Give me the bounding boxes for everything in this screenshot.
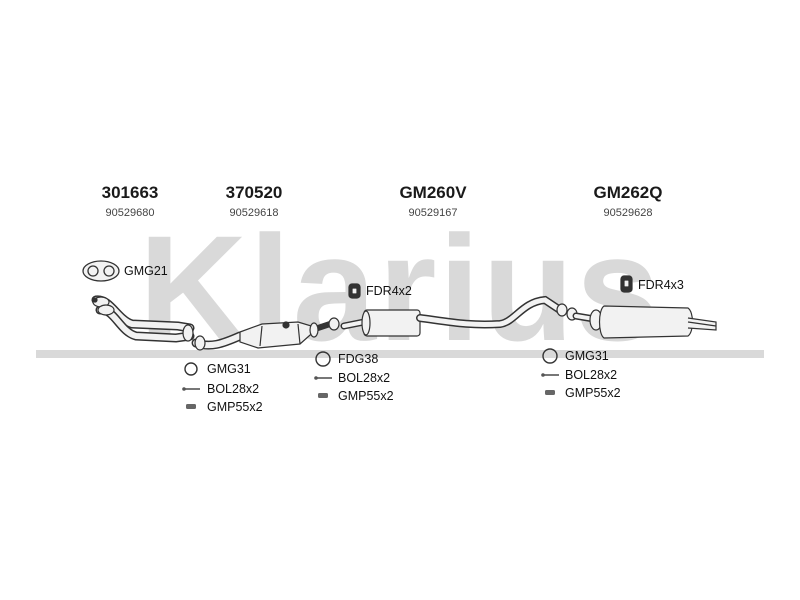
fitting-label: GMG31 — [207, 362, 251, 376]
rubber-mount-icon — [620, 275, 633, 293]
ring-gasket-icon — [542, 348, 558, 364]
oem-number: 90529680 — [105, 207, 155, 219]
oem-number: 90529628 — [603, 207, 653, 219]
fitting-label-fdr4x3: FDR4x3 — [638, 278, 684, 292]
ring-gasket-icon — [184, 362, 198, 376]
fitting-label: GMP55x2 — [338, 389, 394, 403]
fitting-label: FDG38 — [338, 352, 379, 366]
centre-section — [328, 295, 568, 337]
watermark-underline — [36, 350, 764, 358]
oem-number: 90529618 — [229, 207, 279, 219]
fitting-icons-group-2 — [314, 351, 332, 398]
fitting-label: GMP55x2 — [207, 400, 263, 414]
fitting-label: GMP55x2 — [565, 386, 621, 400]
fitting-label-fdr4x2: FDR4x2 — [366, 284, 412, 298]
part-number-301663: 301663 — [101, 183, 159, 202]
oem-number: 90529167 — [408, 207, 458, 219]
fitting-label: BOL28x2 — [207, 382, 260, 396]
rubber-mount-icon — [348, 283, 361, 299]
fitting-label: BOL28x2 — [338, 371, 391, 385]
fitting-label: BOL28x2 — [565, 368, 618, 382]
clamp-icon — [318, 393, 328, 398]
rear-silencer — [566, 305, 717, 339]
clamp-icon — [186, 404, 196, 409]
gasket-icon — [82, 260, 120, 282]
part-number-gm262q: GM262Q — [593, 183, 663, 202]
fitting-label-gmg21: GMG21 — [124, 264, 168, 278]
fitting-icons-group-3 — [541, 348, 559, 395]
clamp-icon — [545, 390, 555, 395]
part-number-370520: 370520 — [225, 183, 283, 202]
fitting-label: GMG31 — [565, 349, 609, 363]
front-downpipe — [91, 295, 195, 343]
ring-gasket-icon — [315, 351, 331, 367]
catalytic-converter — [191, 321, 333, 351]
part-number-gm260v: GM260V — [399, 183, 467, 202]
fitting-icons-group-1 — [182, 362, 200, 409]
